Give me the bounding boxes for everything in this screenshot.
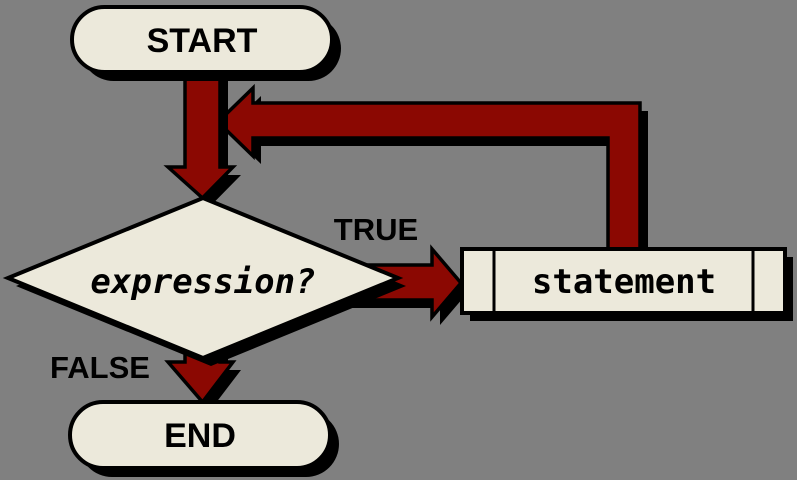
end-node-label: END	[164, 417, 236, 455]
statement-node-label: statement	[532, 262, 716, 302]
false-branch-label: FALSE	[50, 350, 150, 385]
start-node-label: START	[147, 22, 258, 60]
true-branch-label: TRUE	[334, 212, 418, 247]
statement-node	[460, 247, 793, 321]
decision-node-label: expression?	[90, 262, 315, 302]
